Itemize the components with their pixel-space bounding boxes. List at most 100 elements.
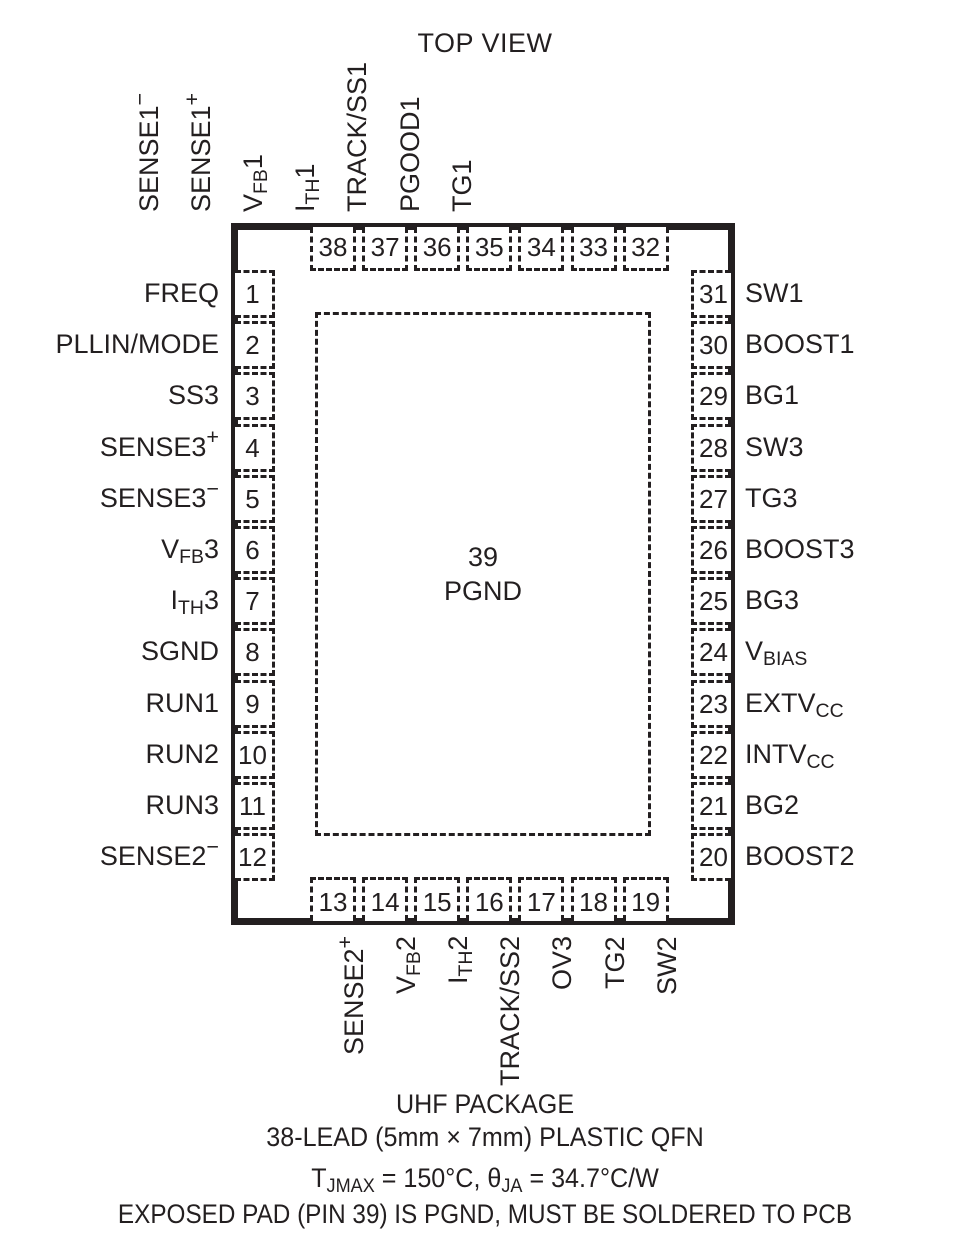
pin-label-27: TG3	[745, 482, 798, 513]
pin-number-31: 31	[699, 279, 728, 309]
pin-box-30: 30	[691, 321, 731, 370]
pin-box-5: 5	[235, 474, 275, 523]
caption-thermal: TJMAX = 150°C, θJA = 34.7°C/W	[34, 1162, 936, 1198]
pin-number-14: 14	[370, 886, 400, 917]
pin-number-8: 8	[245, 637, 260, 668]
pin-number-37: 37	[370, 231, 400, 262]
pin-number-13: 13	[318, 886, 348, 917]
pin-label-13: SENSE2+	[331, 935, 369, 1055]
pin-label-24: VBIAS	[745, 636, 808, 671]
pin-box-15: 15	[414, 877, 461, 921]
pin-label-29: BG1	[745, 380, 800, 411]
package-caption: UHF PACKAGE 38-LEAD (5mm × 7mm) PLASTIC …	[0, 1088, 970, 1231]
pin-label-14: VFB2	[391, 936, 426, 994]
pin-box-13: 13	[310, 877, 356, 921]
pin-box-24: 24	[691, 628, 731, 677]
pin-label-9: RUN1	[145, 687, 219, 718]
pin-box-2: 2	[235, 321, 275, 370]
pin-number-36: 36	[422, 231, 452, 262]
pin-box-7: 7	[235, 577, 275, 626]
pin-number-35: 35	[474, 231, 504, 262]
pin-label-11: RUN3	[145, 790, 219, 820]
pin-box-16: 16	[466, 877, 513, 921]
pin-number-18: 18	[579, 886, 608, 917]
pin-label-25: BG3	[745, 585, 800, 616]
pin-label-21: BG2	[745, 790, 800, 820]
pin-box-17: 17	[518, 877, 565, 921]
pin-box-3: 3	[235, 372, 275, 421]
pin-label-23: EXTVCC	[745, 687, 844, 722]
caption-lead-count: 38-LEAD (5mm × 7mm) PLASTIC QFN	[266, 1122, 704, 1152]
pin-number-23: 23	[699, 688, 728, 719]
pin-box-29: 29	[691, 372, 731, 421]
pin-label-16: TRACK/SS2	[495, 935, 526, 1086]
pin-number-28: 28	[699, 432, 728, 463]
pin-box-4: 4	[235, 423, 275, 472]
caption-thermal-tjmax-sub: JMAX	[326, 1175, 375, 1198]
pin-label-30: BOOST1	[745, 329, 855, 360]
exposed-pad-name: PGND	[443, 576, 522, 606]
pin-number-21: 21	[699, 791, 728, 821]
page-title: TOP VIEW	[417, 28, 553, 58]
pin-box-1: 1	[235, 270, 275, 318]
pin-box-10: 10	[235, 730, 275, 779]
pin-label-31: SW1	[745, 278, 804, 308]
pin-label-5: SENSE3−	[99, 475, 219, 513]
pin-label-15: ITH2	[443, 935, 478, 984]
pin-box-9: 9	[235, 679, 275, 728]
pin-label-18: TG2	[599, 936, 630, 989]
pin-label-38: SENSE1−	[126, 92, 164, 212]
pin-number-24: 24	[699, 637, 728, 668]
pin-number-22: 22	[699, 739, 728, 770]
pin-box-21: 21	[691, 782, 731, 830]
pin-box-34: 34	[518, 227, 565, 271]
pin-number-20: 20	[699, 842, 728, 873]
pin-label-8: SGND	[140, 636, 219, 667]
pin-number-15: 15	[422, 886, 452, 917]
pin-label-10: RUN2	[145, 738, 219, 769]
pin-number-9: 9	[245, 688, 260, 719]
caption-thermal-mid: = 150°C, θ	[374, 1163, 502, 1193]
pin-number-38: 38	[318, 231, 348, 262]
pin-number-16: 16	[474, 886, 504, 917]
pin-number-30: 30	[699, 330, 728, 361]
pin-box-8: 8	[235, 628, 275, 677]
pin-box-22: 22	[691, 730, 731, 779]
pin-box-38: 38	[310, 227, 356, 271]
pin-number-4: 4	[245, 432, 260, 463]
pin-label-26: BOOST3	[745, 534, 855, 564]
pin-label-22: INTVCC	[745, 738, 835, 773]
pin-label-4: SENSE3+	[99, 424, 219, 462]
caption-thermal-tjmax-prefix: T	[311, 1163, 327, 1193]
pin-number-1: 1	[245, 279, 260, 309]
pin-number-27: 27	[699, 483, 728, 514]
pin-box-36: 36	[414, 227, 461, 271]
caption-thermal-suffix: = 34.7°C/W	[522, 1163, 659, 1193]
pin-number-26: 26	[699, 535, 728, 565]
pin-label-2: PLLIN/MODE	[55, 329, 219, 360]
pin-number-5: 5	[245, 483, 260, 514]
pin-label-7: ITH3	[170, 585, 219, 620]
pin-number-19: 19	[631, 886, 661, 917]
pin-box-11: 11	[235, 782, 275, 830]
pin-box-23: 23	[691, 679, 731, 728]
pin-box-37: 37	[362, 227, 409, 271]
caption-exposed-pad-note: EXPOSED PAD (PIN 39) IS PGND, MUST BE SO…	[117, 1199, 853, 1229]
pin-number-32: 32	[631, 231, 661, 262]
pin-box-20: 20	[691, 833, 731, 882]
pin-box-6: 6	[235, 526, 275, 574]
pin-box-14: 14	[362, 877, 409, 921]
pin-number-34: 34	[526, 231, 556, 262]
pin-label-17: OV3	[547, 935, 578, 990]
exposed-pad-region: 39 PGND	[315, 312, 651, 836]
pin-number-25: 25	[699, 586, 728, 617]
pin-number-11: 11	[239, 791, 266, 821]
pin-number-7: 7	[245, 586, 260, 617]
pin-box-31: 31	[691, 270, 731, 318]
pin-box-35: 35	[466, 227, 513, 271]
pin-number-10: 10	[238, 739, 267, 770]
pin-box-18: 18	[570, 877, 617, 921]
pin-label-20: BOOST2	[745, 841, 855, 872]
pin-number-2: 2	[245, 330, 260, 361]
pin-box-19: 19	[622, 877, 669, 921]
